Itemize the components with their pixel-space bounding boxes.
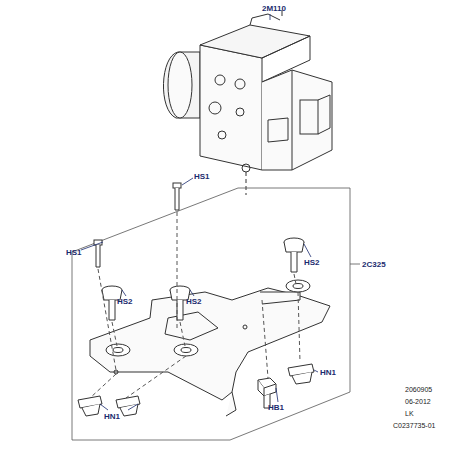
callout-number: HS1 <box>194 172 210 181</box>
callout-number: HS1 <box>66 248 82 257</box>
callout-number: HS2 <box>117 297 133 306</box>
mounting-bracket <box>90 288 330 416</box>
drawing-reference: 2060905 <box>405 386 432 394</box>
callout-number: HN1 <box>104 412 120 421</box>
assembly-axis <box>90 212 300 398</box>
callout-number: HB1 <box>268 403 284 412</box>
screw <box>94 183 181 267</box>
drawing-reference: C0237735-01 <box>393 422 435 430</box>
callout-number: HS2 <box>186 297 202 306</box>
drawing-reference: LK <box>405 410 414 418</box>
callout-number: 2C325 <box>362 260 386 269</box>
spring-clip <box>78 364 314 416</box>
abs-module <box>163 10 332 195</box>
grommet <box>106 280 310 356</box>
bushing-bolt <box>102 238 304 320</box>
callout-number: HN1 <box>320 368 336 377</box>
callout-number: 2M110 <box>262 4 286 13</box>
drawing-reference: 06-2012 <box>405 398 431 406</box>
callout-number: HS2 <box>304 258 320 267</box>
leader-line <box>81 14 318 410</box>
